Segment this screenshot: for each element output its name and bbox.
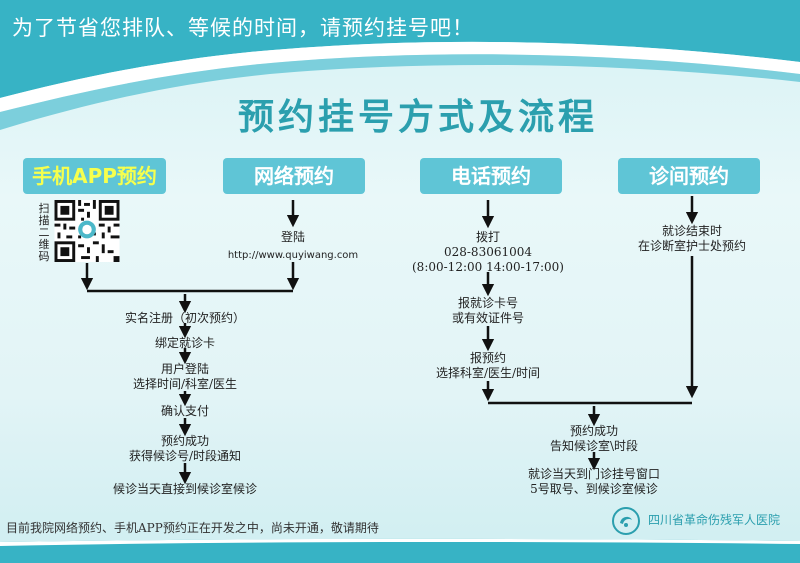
- app-step-pay: 确认支付: [160, 404, 209, 418]
- hospital-logo-icon: [612, 507, 640, 535]
- phone-step-visit: 就诊当天到门诊挂号窗口 5号取号、到候诊室候诊: [527, 467, 660, 496]
- method-clinic: 诊间预约: [618, 158, 760, 194]
- app-step-bind-card: 绑定就诊卡: [154, 336, 215, 350]
- app-step-wait: 候诊当天直接到候诊室候诊: [112, 482, 257, 496]
- page-title: 预约挂号方式及流程: [238, 97, 599, 138]
- header-band: [0, 0, 800, 130]
- phone-step-success: 预约成功 告知候诊室\时段: [549, 424, 639, 453]
- phone-step-card: 报就诊卡号 或有效证件号: [451, 296, 524, 325]
- footer-band: [0, 538, 800, 563]
- qr-code-icon: [54, 200, 120, 262]
- hospital-name: 四川省革命伤残军人医院: [648, 513, 781, 527]
- scan-qr-label: 扫描二维码: [38, 202, 50, 263]
- banner-text: 为了节省您排队、等候的时间，请预约挂号吧！: [12, 16, 474, 40]
- phone-step-call: 拨打 028-83061004 (8:00-12:00 14:00-17:00): [412, 230, 564, 274]
- method-app: 手机APP预约: [23, 158, 166, 194]
- web-step-login: 登陆: [280, 230, 305, 244]
- app-step-login: 用户登陆 选择时间/科室/医生: [132, 362, 238, 391]
- method-phone: 电话预约: [420, 158, 562, 194]
- phone-step-choose: 报预约 选择科室/医生/时间: [435, 351, 541, 380]
- clinic-step-book: 就诊结束时 在诊断室护士处预约: [637, 224, 746, 253]
- app-step-success: 预约成功 获得候诊号/时段通知: [128, 434, 242, 463]
- web-url: http://www.quyiwang.com: [227, 250, 359, 261]
- app-step-register: 实名注册（初次预约）: [124, 311, 245, 325]
- method-web: 网络预约: [223, 158, 365, 194]
- footer-note: 目前我院网络预约、手机APP预约正在开发之中，尚未开通，敬请期待: [6, 521, 379, 535]
